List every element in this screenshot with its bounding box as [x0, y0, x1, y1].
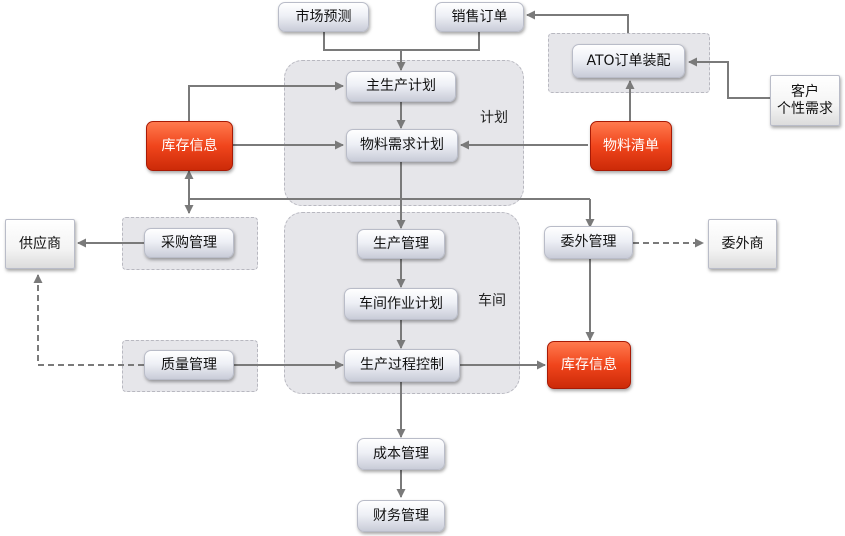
purchasing-node: 采购管理 [144, 228, 234, 258]
sales-order-node: 销售订单 [435, 2, 524, 32]
mrp-node: 物料需求计划 [346, 129, 458, 162]
customer-needs-line2: 个性需求 [777, 100, 833, 117]
planning-group-label: 计划 [480, 110, 508, 126]
cost-mgmt-node: 成本管理 [357, 438, 445, 470]
ato-assembly-node: ATO订单装配 [572, 44, 685, 78]
outsourcing-mgmt-node: 委外管理 [544, 226, 633, 259]
shop-schedule-node: 车间作业计划 [344, 288, 458, 320]
supplier-node: 供应商 [5, 219, 75, 269]
quality-mgmt-node: 质量管理 [144, 350, 234, 380]
finance-mgmt-node: 财务管理 [357, 500, 445, 532]
inventory-info-top-node: 库存信息 [146, 121, 233, 171]
production-mgmt-node: 生产管理 [357, 229, 445, 259]
market-forecast-node: 市场预测 [278, 2, 369, 32]
inventory-info-bottom-node: 库存信息 [547, 341, 631, 389]
customer-needs-line1: 客户 [791, 83, 819, 100]
process-control-node: 生产过程控制 [344, 349, 460, 382]
mps-node: 主生产计划 [346, 71, 456, 102]
bom-node: 物料清单 [590, 121, 672, 171]
subcontractor-node: 委外商 [708, 219, 777, 269]
workshop-group-label: 车间 [478, 293, 506, 309]
customer-needs-node: 客户 个性需求 [770, 75, 840, 126]
